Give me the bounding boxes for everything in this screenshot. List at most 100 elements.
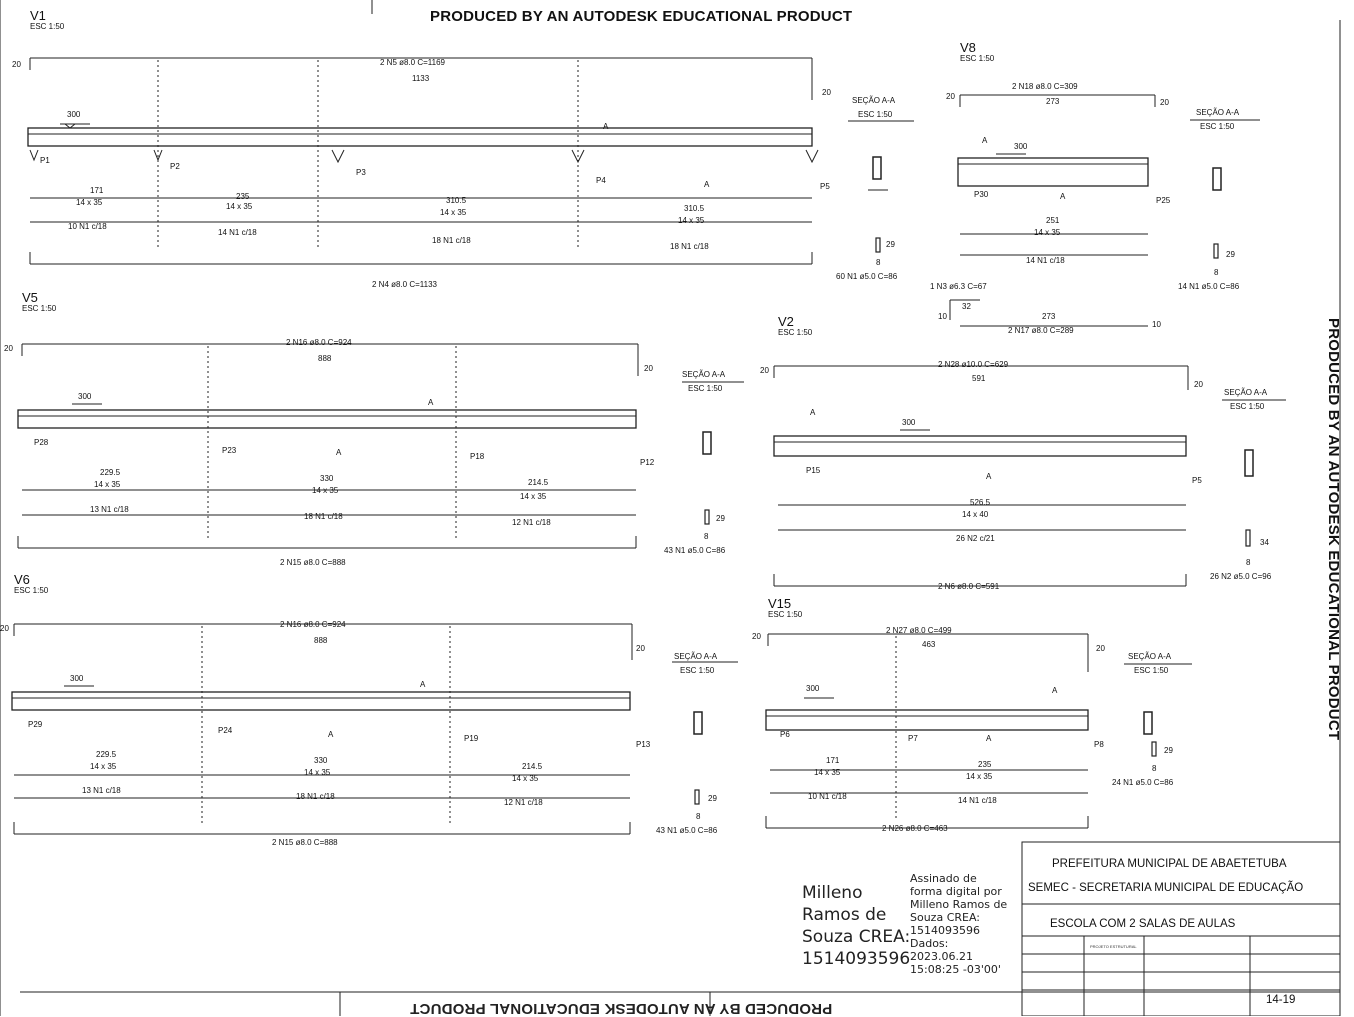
v8-pillar-0: P30 — [974, 190, 989, 199]
v5-top-len: 888 — [318, 354, 332, 363]
v5-pillar-0: P28 — [34, 438, 49, 447]
v8-span-0: 251 — [1046, 216, 1060, 225]
v2-hook-right: 20 — [1194, 380, 1203, 389]
title-block-org-2: SEMEC - SECRETARIA MUNICIPAL DE EDUCAÇÃO — [1028, 882, 1304, 894]
v15-stirrup-1: 14 N1 c/18 — [958, 796, 997, 805]
signature-meta: Assinado de forma digital por Milleno Ra… — [910, 872, 1007, 976]
v8-cut-top: A — [982, 136, 988, 145]
v1-sec-dim: 29 — [886, 240, 895, 249]
v15-hook-right: 20 — [1096, 644, 1105, 653]
v6-scale: ESC 1:50 — [14, 586, 49, 595]
v1-hook-right: 20 — [822, 88, 831, 97]
v8-level: 300 — [1014, 142, 1028, 151]
v8-section-0: 14 x 35 — [1034, 228, 1061, 237]
v8-top-len: 273 — [1046, 97, 1060, 106]
v8-sec-scale: ESC 1:50 — [1200, 122, 1235, 131]
v8-top-bar: 2 N18 ø8.0 C=309 — [1012, 82, 1078, 91]
v5-bottom-bar: 2 N15 ø8.0 C=888 — [280, 558, 346, 567]
v5-pillar-2: P18 — [470, 452, 485, 461]
v15-sec-dim: 29 — [1164, 746, 1173, 755]
v2-bottom-bar: 2 N6 ø8.0 C=591 — [938, 582, 1000, 591]
v2-stirrup-0: 26 N2 c/21 — [956, 534, 995, 543]
v5-hook-left: 20 — [4, 344, 13, 353]
title-block-content: PROJETO ESTRUTURAL — [1090, 944, 1137, 949]
v2-hook-left: 20 — [760, 366, 769, 375]
v1-pillar-4: P5 — [820, 182, 830, 191]
v1-sec-bar: 60 N1 ø5.0 C=86 — [836, 272, 898, 281]
signature-meta-line: 1514093596 — [910, 924, 980, 937]
signature-meta-line: Assinado de — [910, 872, 977, 885]
v6-title: V6 — [14, 572, 30, 587]
v6-stirrup-0: 13 N1 c/18 — [82, 786, 121, 795]
v5-section-2: 14 x 35 — [520, 492, 547, 501]
v1-title: V1 — [30, 8, 46, 23]
v5-level: 300 — [78, 392, 92, 401]
v5-hook-right: 20 — [644, 364, 653, 373]
v5-pillar-3: P12 — [640, 458, 655, 467]
v15-sec-title: SEÇÃO A-A — [1128, 652, 1172, 661]
v5-scale: ESC 1:50 — [22, 304, 57, 313]
v8-sec-title: SEÇÃO A-A — [1196, 108, 1240, 117]
v6-section-1: 14 x 35 — [304, 768, 331, 777]
v8-scale: ESC 1:50 — [960, 54, 995, 63]
v5-sec-w: 8 — [704, 532, 709, 541]
v6-span-0: 229.5 — [96, 750, 117, 759]
v1-cut-top: A — [603, 122, 609, 131]
v6-top-bar: 2 N16 ø8.0 C=924 — [280, 620, 346, 629]
v6-bottom-bar: 2 N15 ø8.0 C=888 — [272, 838, 338, 847]
v2-section-0: 14 x 40 — [962, 510, 989, 519]
v15-sec-scale: ESC 1:50 — [1134, 666, 1169, 675]
v15-sec-w: 8 — [1152, 764, 1157, 773]
v5-cut-bot: A — [336, 448, 342, 457]
v6-span-2: 214.5 — [522, 762, 543, 771]
v8-sec-w: 8 — [1214, 268, 1219, 277]
title-block-project: ESCOLA COM 2 SALAS DE AULAS — [1050, 918, 1236, 930]
signature-meta-line: Dados: — [910, 937, 949, 950]
v8-pillar-1: P25 — [1156, 196, 1171, 205]
v15-bottom-bar: 2 N26 ø8.0 C=463 — [882, 824, 948, 833]
v1-scale: ESC 1:50 — [30, 22, 65, 31]
v8-sec-dim: 29 — [1226, 250, 1235, 259]
v2-cut-bot: A — [986, 472, 992, 481]
v6-cut-top: A — [420, 680, 426, 689]
v15-top-len: 463 — [922, 640, 936, 649]
v2-level: 300 — [902, 418, 916, 427]
signature-name: Milleno Ramos de Souza CREA: 1514093596 — [802, 882, 910, 970]
v2-top-len: 591 — [972, 374, 986, 383]
v8-cut-bot: A — [1060, 192, 1066, 201]
signature-name-line: Souza CREA: — [802, 927, 911, 947]
v6-pillar-2: P19 — [464, 734, 479, 743]
v1-span-0: 171 — [90, 186, 104, 195]
v2-span-0: 526.5 — [970, 498, 991, 507]
v8-extra-hook: 10 — [938, 312, 947, 321]
v1-pillar-1: P2 — [170, 162, 180, 171]
signature-name-line: Ramos de — [802, 905, 887, 925]
v8-extra-len: 32 — [962, 302, 971, 311]
v15-span-1: 235 — [978, 760, 992, 769]
signature-meta-line: 2023.06.21 — [910, 950, 973, 963]
v1-stirrup-1: 14 N1 c/18 — [218, 228, 257, 237]
v15-stirrup-0: 10 N1 c/18 — [808, 792, 847, 801]
v1-stirrup-2: 18 N1 c/18 — [432, 236, 471, 245]
v6-pillar-3: P13 — [636, 740, 651, 749]
v1-pillar-2: P3 — [356, 168, 366, 177]
v2-pillar-0: P15 — [806, 466, 821, 475]
v1-stirrup-3: 18 N1 c/18 — [670, 242, 709, 251]
v8-bottom-len: 273 — [1042, 312, 1056, 321]
v6-section-0: 14 x 35 — [90, 762, 117, 771]
v15-span-0: 171 — [826, 756, 840, 765]
v5-top-bar: 2 N16 ø8.0 C=924 — [286, 338, 352, 347]
v1-sec-title: SEÇÃO A-A — [852, 96, 896, 105]
v1-top-bar: 2 N5 ø8.0 C=1169 — [380, 58, 446, 67]
signature-meta-line: 15:08:25 -03'00' — [910, 963, 1001, 976]
v15-level: 300 — [806, 684, 820, 693]
v5-sec-dim: 29 — [716, 514, 725, 523]
v1-bottom-bar: 2 N4 ø8.0 C=1133 — [372, 280, 438, 289]
v2-scale: ESC 1:50 — [778, 328, 813, 337]
v8-extra-hook-right: 10 — [1152, 320, 1161, 329]
v5-section-0: 14 x 35 — [94, 480, 121, 489]
v5-stirrup-2: 12 N1 c/18 — [512, 518, 551, 527]
v1-span-3: 310.5 — [684, 204, 705, 213]
v6-sec-w: 8 — [696, 812, 701, 821]
